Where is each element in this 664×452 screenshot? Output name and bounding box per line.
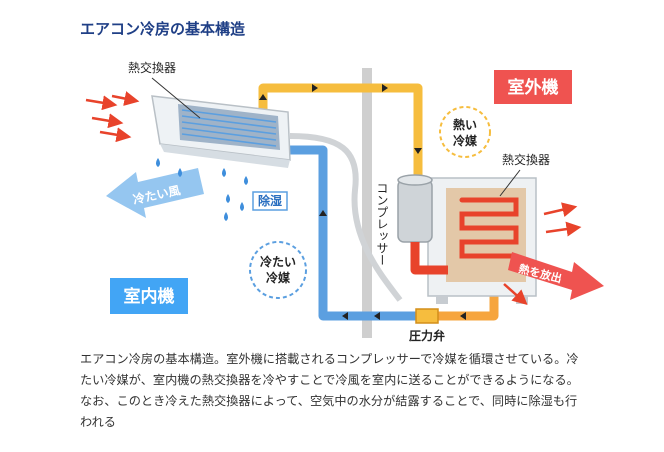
cold-refrigerant-line2: 冷媒 <box>266 270 291 285</box>
cold-refrigerant-line1: 冷たい <box>260 254 296 269</box>
indoor-unit <box>151 95 291 168</box>
cold-refrigerant-pipe <box>286 145 418 321</box>
hot-refrigerant-line1: 熱い <box>453 117 477 132</box>
dehumidify-label: 除湿 <box>258 193 282 208</box>
hot-refrigerant-bubble <box>439 106 491 158</box>
compressor-hot-outlet <box>410 242 448 275</box>
indoor-unit-label: 室内機 <box>124 286 175 307</box>
cold-refrigerant-bubble <box>249 241 307 299</box>
page-title: エアコン冷房の基本構造 <box>80 20 246 38</box>
outgoing-air-arrows <box>503 202 582 305</box>
compressor-label: コンプレッサー <box>375 182 389 266</box>
indoor-unit-badge <box>110 278 188 314</box>
pressure-valve-icon <box>415 308 439 324</box>
incoming-air-arrows <box>85 91 140 143</box>
outdoor-unit <box>427 177 537 304</box>
wall <box>362 68 372 338</box>
water-drops-icon <box>156 158 248 221</box>
cooling-diagram: 冷たい風 除湿 熱交換器 冷たい 冷媒 室内機 室外機 熱い 冷媒 熱交換器 <box>85 60 604 343</box>
outdoor-heat-exchanger-label: 熱交換器 <box>502 152 550 167</box>
outdoor-unit-badge <box>494 70 572 104</box>
compressor-icon <box>397 174 433 243</box>
outdoor-leader-line <box>499 169 521 197</box>
heat-release-arrow <box>508 252 604 300</box>
cold-air-arrow <box>106 168 204 218</box>
indoor-heat-exchanger-label: 熱交換器 <box>128 60 176 75</box>
pressure-valve-label: 圧力弁 <box>409 328 445 343</box>
caption: エアコン冷房の基本構造。室外機に搭載されるコンプレッサーで冷媒を循環させている。… <box>80 352 579 429</box>
drain-hose <box>289 133 403 302</box>
outdoor-unit-label: 室外機 <box>508 77 559 98</box>
hot-refrigerant-line2: 冷媒 <box>453 133 478 148</box>
dehumidify-badge <box>252 191 288 211</box>
indoor-leader-line <box>151 77 201 119</box>
